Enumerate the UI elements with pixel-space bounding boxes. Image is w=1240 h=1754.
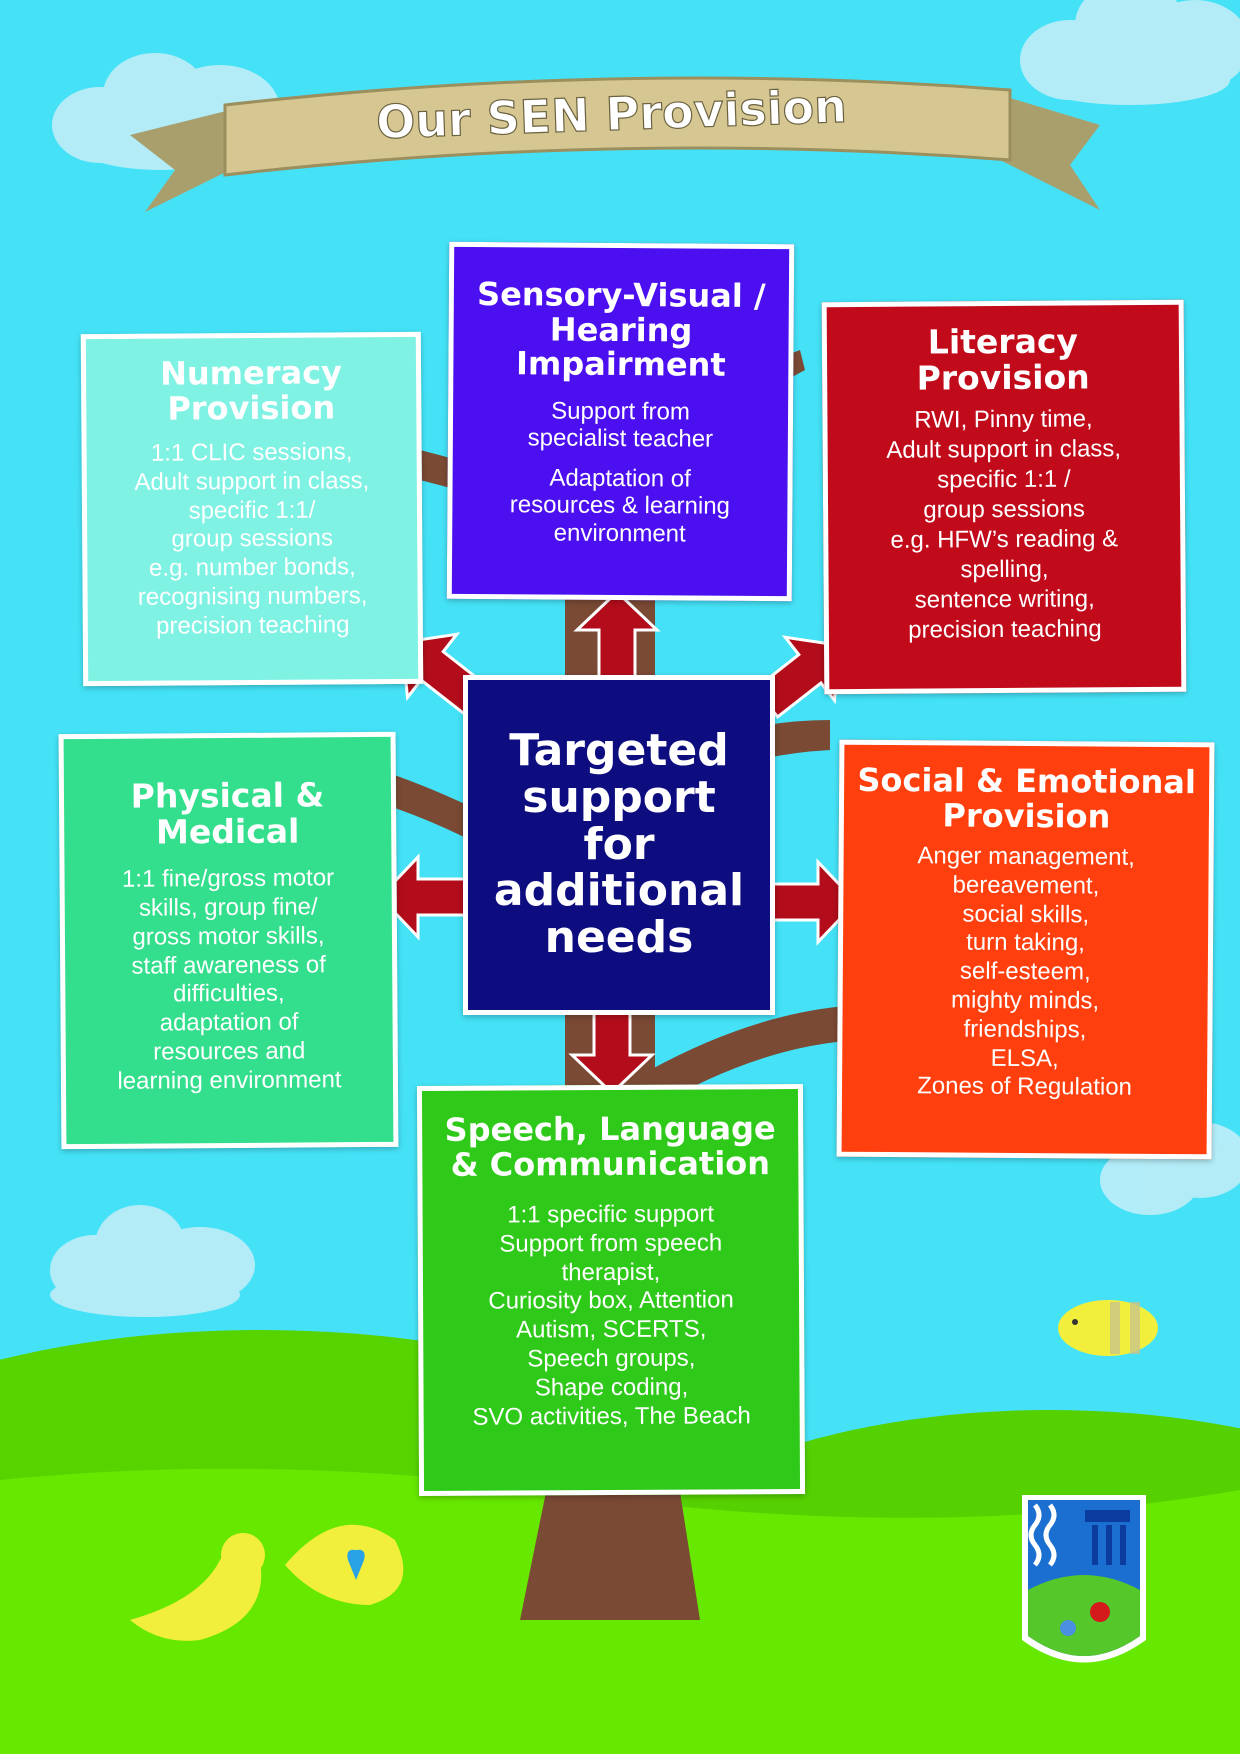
- body-line: social skills,: [962, 900, 1090, 929]
- arrow-up: [573, 589, 661, 687]
- box-title: Social & Emotional Provision: [844, 760, 1209, 836]
- speech-language-communication-box: Speech, Language & Communication 1:1 spe…: [416, 1083, 806, 1497]
- body-line: group sessions: [923, 495, 1085, 524]
- title-line: Sensory-Visual /: [476, 274, 766, 316]
- body-line: Adult support in class,: [886, 435, 1122, 465]
- page-title: Our SEN Provision: [375, 79, 847, 149]
- title-line: Physical &: [130, 775, 325, 816]
- box-body: 1:1 fine/gross motor skills, group fine/…: [64, 864, 393, 1097]
- body-line: Anger management,: [917, 842, 1135, 871]
- body-line: specific 1:1 /: [937, 465, 1071, 494]
- banner-title-layer: Our SEN Provision: [375, 78, 849, 150]
- body-line: environment: [553, 519, 686, 548]
- body-line: e.g. HFW’s reading &: [890, 525, 1119, 555]
- title-line: Hearing: [549, 310, 693, 350]
- body-line: skills, group fine/: [138, 893, 318, 922]
- center-box: Targeted support for additional needs: [463, 675, 775, 1015]
- body-line: spelling,: [960, 555, 1049, 584]
- box-body: 1:1 CLIC sessions, Adult support in clas…: [87, 438, 418, 642]
- title-line: Provision: [916, 357, 1090, 398]
- cloud-top-right: [1020, 0, 1240, 105]
- title-line: Medical: [155, 811, 300, 852]
- body-line: self-esteem,: [959, 957, 1091, 986]
- school-crest-logo: [1022, 1495, 1146, 1663]
- body-line: adaptation of: [159, 1008, 299, 1037]
- box-title: Literacy Provision: [827, 321, 1179, 398]
- body-line: precision teaching: [908, 615, 1102, 644]
- body-line: recognising numbers,: [137, 582, 368, 611]
- body-line: Adaptation of: [549, 464, 691, 493]
- center-line: Targeted: [509, 725, 729, 777]
- box-body: Anger management, bereavement, social sk…: [842, 842, 1209, 1104]
- body-line: therapist,: [561, 1258, 661, 1286]
- social-emotional-provision-box: Social & Emotional Provision Anger manag…: [836, 739, 1215, 1160]
- body-line: mighty minds,: [951, 986, 1100, 1015]
- bird-left: [130, 1533, 265, 1641]
- bee: [1058, 1300, 1158, 1356]
- title-line: & Communication: [450, 1143, 771, 1184]
- body-line: friendships,: [963, 1015, 1087, 1044]
- title-line: Literacy: [927, 321, 1079, 362]
- body-line: Curiosity box, Attention: [488, 1286, 734, 1316]
- box-body: RWI, Pinny time, Adult support in class,…: [827, 404, 1181, 646]
- body-line: RWI, Pinny time,: [914, 405, 1093, 434]
- box-body: 1:1 specific support Support from speech…: [423, 1200, 800, 1432]
- body-line: 1:1 CLIC sessions,: [150, 438, 353, 467]
- body-line: 1:1 specific support: [507, 1200, 715, 1229]
- body-line: Autism, SCERTS,: [515, 1315, 707, 1344]
- bird-right: [285, 1524, 404, 1605]
- body-line: Support from: [551, 397, 691, 426]
- title-line: Provision: [167, 387, 336, 428]
- body-line: group sessions: [171, 524, 334, 554]
- body-line: Adult support in class,: [134, 467, 370, 496]
- title-banner: [130, 76, 1100, 212]
- center-line: additional: [493, 865, 745, 917]
- body-line: Shape coding,: [534, 1373, 689, 1402]
- body-line: resources & learning: [509, 491, 731, 521]
- body-line: learning environment: [117, 1066, 342, 1095]
- body-line: Support from speech: [499, 1229, 723, 1258]
- box-title: Speech, Language & Communication: [422, 1109, 798, 1184]
- body-line: ELSA,: [990, 1044, 1059, 1072]
- body-line: Zones of Regulation: [917, 1072, 1133, 1102]
- numeracy-provision-box: Numeracy Provision 1:1 CLIC sessions, Ad…: [80, 331, 424, 687]
- cloud-bottom-left: [50, 1205, 255, 1317]
- title-line: Impairment: [515, 344, 726, 384]
- body-line: specialist teacher: [527, 424, 714, 453]
- body-line: sentence writing,: [914, 585, 1095, 614]
- title-line: Speech, Language: [444, 1109, 776, 1149]
- literacy-provision-box: Literacy Provision RWI, Pinny time, Adul…: [821, 299, 1187, 695]
- body-line: SVO activities, The Beach: [472, 1401, 751, 1431]
- body-line: difficulties,: [172, 980, 285, 1008]
- body-line: Speech groups,: [527, 1344, 696, 1373]
- body-line: gross motor skills,: [132, 922, 325, 951]
- title-line: Numeracy: [160, 353, 343, 393]
- body-line: specific 1:1/: [188, 496, 316, 525]
- body-line: bereavement,: [952, 871, 1100, 900]
- center-line: needs: [544, 911, 694, 963]
- center-line: support: [522, 772, 716, 824]
- center-line: for: [583, 818, 655, 870]
- physical-medical-box: Physical & Medical 1:1 fine/gross motor …: [58, 731, 399, 1150]
- body-line: e.g. number bonds,: [148, 553, 356, 583]
- title-line: Provision: [942, 795, 1111, 836]
- body-line: turn taking,: [966, 929, 1085, 957]
- body-line: precision teaching: [155, 611, 350, 640]
- box-title: Sensory-Visual / Hearing Impairment: [453, 274, 789, 384]
- sensory-visual-hearing-box: Sensory-Visual / Hearing Impairment Supp…: [446, 241, 795, 602]
- body-line: resources and: [153, 1037, 306, 1066]
- body-line: staff awareness of: [131, 950, 326, 980]
- title-line: Social & Emotional: [857, 760, 1197, 802]
- box-body: Support from specialist teacher Adaptati…: [452, 396, 788, 548]
- body-line: 1:1 fine/gross motor: [121, 864, 335, 893]
- box-title: Numeracy Provision: [86, 353, 416, 428]
- box-title: Physical & Medical: [64, 775, 391, 852]
